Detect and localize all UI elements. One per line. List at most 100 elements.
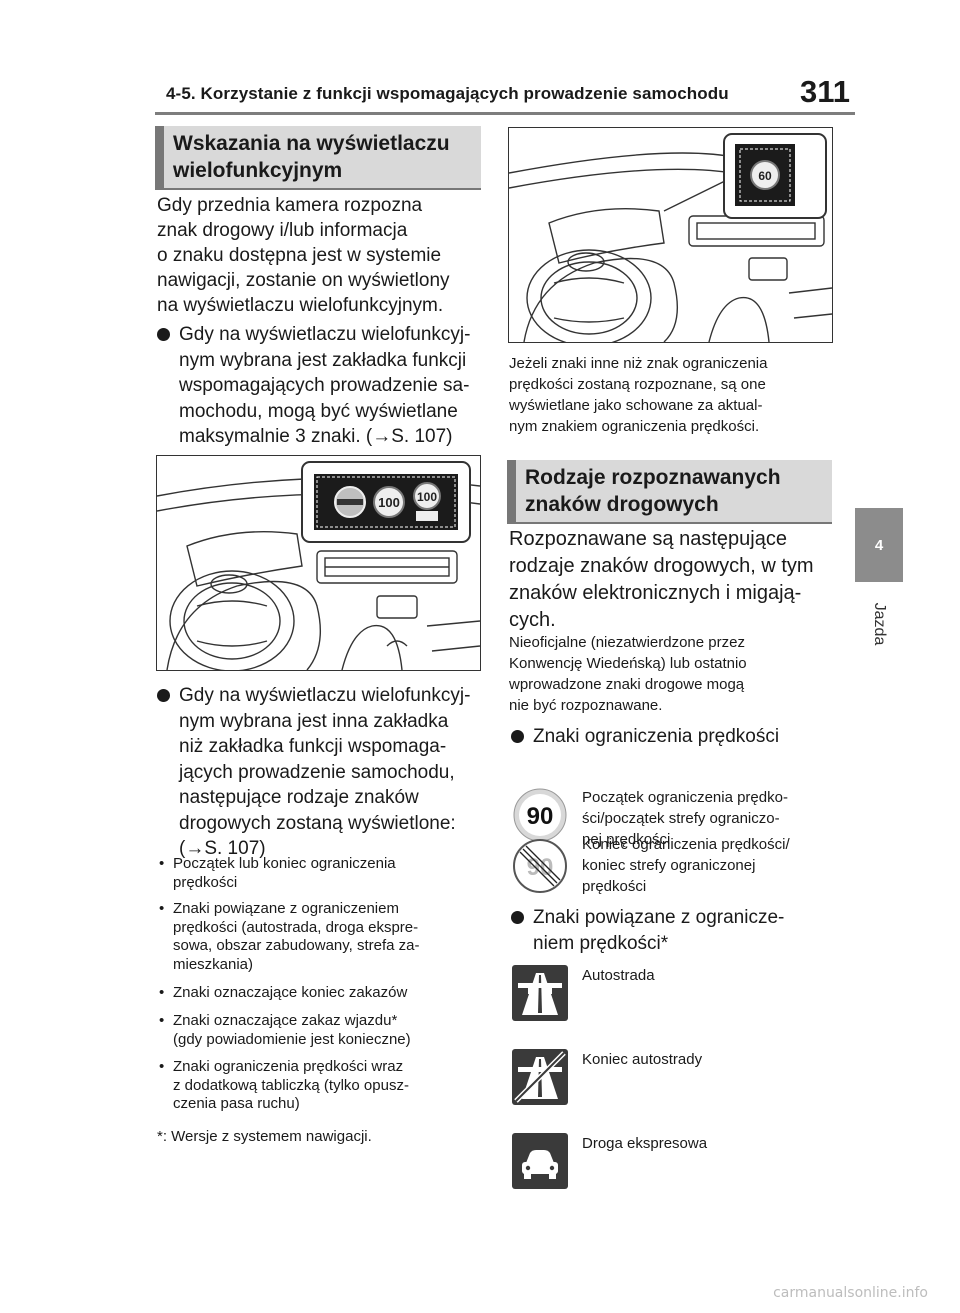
sign-types-intro: Rozpoznawane są następujące rodzaje znak…	[509, 526, 814, 634]
text-line: sowa, obszar zabudowany, strefa za-	[173, 937, 420, 954]
bullet-driving-assist-tab: Gdy na wyświetlaczu wielofunkcyj- nym wy…	[157, 322, 471, 450]
bullet-other-tab: Gdy na wyświetlaczu wielofunkcyj- nym wy…	[157, 683, 471, 862]
dashboard-illustration: 60	[509, 133, 832, 342]
text-line: Znaki oznaczające koniec zakazów	[173, 984, 408, 1001]
text-line: znaków elektronicznych i migają-	[509, 582, 802, 604]
recognition-note: Nieoficjalne (niezatwierdzone przez Konw…	[509, 632, 747, 716]
speed-limit-value: 90	[527, 803, 554, 830]
bullet-dot-icon	[511, 911, 524, 924]
text-line: ści/początek strefy ograniczo-	[582, 810, 780, 827]
motorway-icon	[512, 965, 568, 1021]
text-line: Gdy na wyświetlaczu wielofunkcyj-	[179, 685, 471, 706]
figure-caption: Jeżeli znaki inne niż znak ograniczenia …	[509, 353, 767, 437]
list-item: Początek lub koniec ograniczenia prędkoś…	[159, 855, 396, 892]
text-line: nym wybrana jest inna zakładka	[179, 710, 449, 732]
text-line: Gdy przednia kamera rozpozna	[157, 195, 423, 216]
bullet-speed-signs: Znaki ograniczenia prędkości	[511, 724, 780, 750]
text-line: Początek ograniczenia prędko-	[582, 789, 788, 806]
page-number: 311	[800, 74, 851, 109]
watermark: carmanualsonline.info	[773, 1285, 928, 1301]
text-line: czenia pasa ruchu)	[173, 1095, 300, 1112]
text-line: niem prędkości*	[533, 932, 669, 954]
text-line: niż zakładka funkcji wspomaga-	[179, 736, 447, 757]
dashboard-figure-hidden-signs: 60	[508, 127, 833, 343]
expressway-icon	[512, 1133, 568, 1189]
list-item: Znaki oznaczające koniec zakazów	[159, 984, 408, 1003]
text-line: Znaki powiązane z ograniczeniem	[173, 900, 399, 917]
speed-limit-value: 90	[527, 854, 554, 881]
sign-row-speed-end: 90 Koniec ograniczenia prędkości/ koniec…	[512, 834, 832, 898]
sign-row-motorway-end: Koniec autostrady	[512, 1049, 832, 1109]
section-heading-sign-types: Rodzaje rozpoznawanych znaków drogowych	[507, 460, 832, 524]
text-line: wyświetlane jako schowane za aktual-	[509, 397, 763, 414]
speed-sign-100-right: 100	[417, 490, 437, 504]
dashboard-figure-three-signs: 100 100	[156, 455, 481, 671]
text-line: Znaki powiązane z ogranicze-	[533, 907, 785, 928]
text-line: (→S. 107)	[179, 838, 266, 859]
text-line: nawigacji, zostanie on wyświetlony	[157, 270, 450, 291]
text-line: nej prędkości	[582, 831, 671, 848]
sign-row-speed-start: 90 Początek ograniczenia prędko- ści/poc…	[512, 787, 832, 850]
text-line: Koniec ograniczenia prędkości/	[582, 836, 790, 853]
text-line: znak drogowy i/lub informacja	[157, 220, 408, 241]
text-line: z dodatkową tabliczką (tylko opusz-	[173, 1076, 409, 1094]
text-line: wprowadzone znaki drogowe mogą	[509, 676, 745, 693]
text-line: prędkości (autostrada, droga ekspre-	[173, 918, 419, 936]
dashboard-illustration: 100 100	[157, 461, 480, 670]
sign-row-expressway: Droga ekspresowa	[512, 1133, 832, 1193]
text-line: wspomagających prowadzenie sa-	[179, 375, 470, 396]
text-line: cych.	[509, 609, 556, 631]
section-heading-line: znaków drogowych	[525, 493, 719, 516]
text-line: Gdy na wyświetlaczu wielofunkcyj-	[179, 324, 471, 345]
sign-description: Koniec ograniczenia prędkości/ koniec st…	[582, 834, 790, 897]
text-line: o znaku dostępna jest w systemie	[157, 245, 442, 266]
end-motorway-icon	[512, 1049, 568, 1105]
text-line: nie być rozpoznawane.	[509, 697, 663, 714]
text-line: na wyświetlaczu wielofunkcyjnym.	[157, 295, 444, 316]
text-line: Znaki ograniczenia prędkości wraz	[173, 1058, 404, 1075]
end-speed-limit-icon: 90	[513, 839, 567, 893]
speed-sign-60: 60	[758, 169, 772, 183]
header-divider	[155, 112, 855, 115]
text-line: prędkości	[582, 878, 647, 895]
bullet-related-signs: Znaki powiązane z ogranicze- niem prędko…	[511, 905, 785, 956]
section-heading-line: Wskazania na wyświetlaczu	[173, 132, 450, 155]
sign-row-motorway: Autostrada	[512, 965, 832, 1025]
speed-sign-100-left: 100	[378, 495, 400, 510]
section-heading-line: wielofunkcyjnym	[173, 159, 343, 182]
text-line: rodzaje znaków drogowych, w tym	[509, 555, 814, 577]
sign-description: Koniec autostrady	[582, 1051, 703, 1068]
text-line: jących prowadzenie samochodu,	[179, 761, 455, 783]
intro-paragraph: Gdy przednia kamera rozpozna znak drogow…	[157, 193, 450, 318]
bullet-dot-icon	[511, 730, 524, 743]
text-line: mieszkania)	[173, 955, 254, 973]
speed-limit-90-icon: 90	[513, 788, 567, 842]
text-line: maksymalnie 3 znaki. (→S. 107)	[179, 426, 453, 447]
text-line: Początek lub koniec ograniczenia	[173, 855, 396, 872]
text-line: nym znakiem ograniczenia prędkości.	[509, 418, 760, 435]
list-item: Znaki oznaczające zakaz wjazdu* (gdy pow…	[159, 1012, 411, 1049]
sign-description: Początek ograniczenia prędko- ści/począt…	[582, 787, 788, 850]
running-header: 4-5. Korzystanie z funkcji wspomagającyc…	[166, 84, 729, 103]
section-heading-line: Rodzaje rozpoznawanych	[525, 466, 781, 489]
text-line: Nieoficjalne (niezatwierdzone przez	[509, 634, 745, 651]
sign-description: Autostrada	[582, 967, 655, 984]
text-line: nym wybrana jest zakładka funkcji	[179, 349, 467, 371]
text-line: prędkości	[173, 873, 238, 891]
sign-description: Droga ekspresowa	[582, 1135, 708, 1152]
text-line: Znaki ograniczenia prędkości	[533, 726, 780, 747]
list-item: Znaki powiązane z ograniczeniem prędkośc…	[159, 900, 420, 974]
text-line: Znaki oznaczające zakaz wjazdu*	[173, 1012, 398, 1029]
footnote: *: Wersje z systemem nawigacji.	[157, 1128, 372, 1145]
text-line: koniec strefy ograniczonej	[582, 857, 756, 874]
text-line: Rozpoznawane są następujące	[509, 528, 787, 550]
text-line: prędkości zostaną rozpoznane, są one	[509, 376, 766, 393]
text-line: Konwencję Wiedeńską) lub ostatnio	[509, 655, 747, 672]
bullet-dot-icon	[157, 689, 170, 702]
text-line: mochodu, mogą być wyświetlane	[179, 400, 458, 422]
chapter-tab: 4	[855, 508, 903, 582]
text-line: Jeżeli znaki inne niż znak ograniczenia	[509, 355, 768, 372]
text-line: (gdy powiadomienie jest konieczne)	[173, 1030, 411, 1048]
list-item: Znaki ograniczenia prędkości wraz z doda…	[159, 1058, 409, 1114]
text-line: następujące rodzaje znaków	[179, 787, 419, 808]
